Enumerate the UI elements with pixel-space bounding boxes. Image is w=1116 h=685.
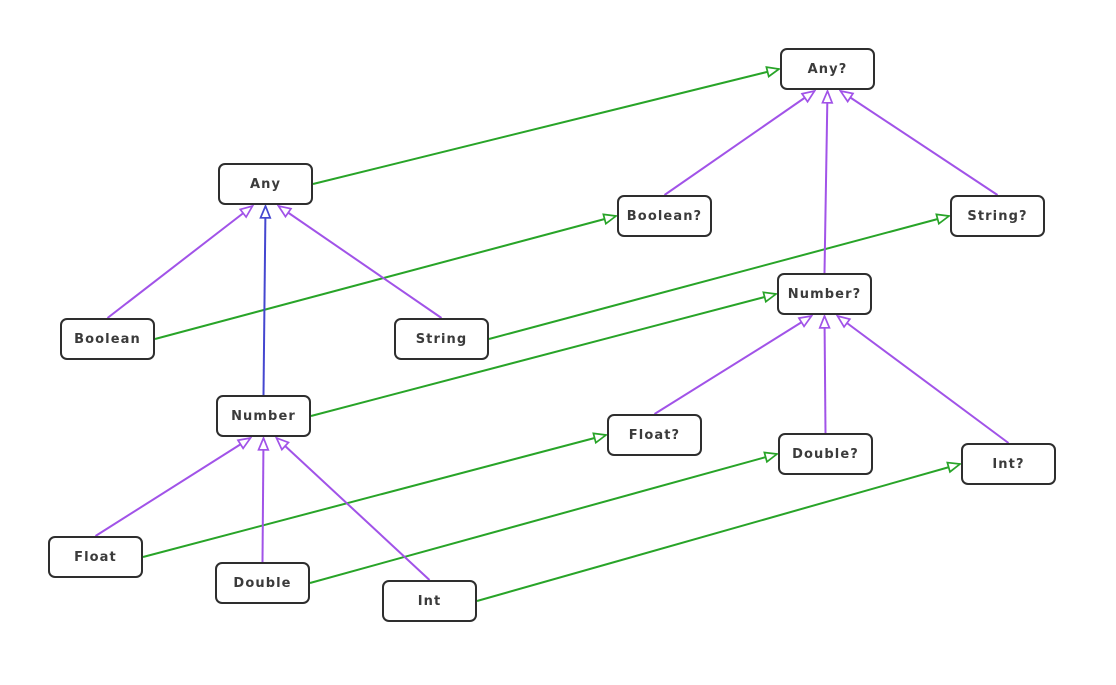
- node-int: Int: [382, 580, 477, 622]
- node-doubleq: Double?: [778, 433, 873, 475]
- node-label: Double: [233, 575, 292, 591]
- node-stringq: String?: [950, 195, 1045, 237]
- node-label: Boolean: [74, 331, 141, 347]
- node-label: Int?: [992, 456, 1025, 472]
- node-label: Float: [74, 549, 117, 565]
- node-label: Number?: [787, 286, 862, 302]
- edge-number-to-any: [264, 206, 266, 396]
- node-label: Int: [417, 593, 442, 609]
- node-floatq: Float?: [607, 414, 702, 456]
- edge-boolean-to-booleanq: [154, 216, 616, 340]
- node-label: Boolean?: [626, 208, 703, 224]
- edge-boolean-to-any: [106, 206, 253, 319]
- edge-int-to-intq: [476, 464, 960, 602]
- node-label: Any?: [807, 61, 848, 77]
- edge-any-to-anyq: [312, 69, 779, 185]
- edge-float-to-floatq: [142, 435, 606, 558]
- edge-numberq-to-anyq: [825, 91, 828, 274]
- edge-string-to-any: [279, 206, 443, 319]
- node-anyq: Any?: [780, 48, 875, 90]
- node-boolean: Boolean: [60, 318, 155, 360]
- edge-string-to-stringq: [488, 216, 949, 340]
- node-float: Float: [48, 536, 143, 578]
- node-numberq: Number?: [777, 273, 872, 315]
- edge-double-to-number: [263, 438, 264, 563]
- node-label: Number: [231, 408, 296, 424]
- node-label: Any: [249, 176, 282, 192]
- node-label: Float?: [628, 427, 681, 443]
- edge-double-to-doubleq: [309, 454, 777, 584]
- node-any: Any: [218, 163, 313, 205]
- node-number: Number: [216, 395, 311, 437]
- edge-doubleq-to-numberq: [825, 316, 826, 434]
- node-label: Double?: [792, 446, 859, 462]
- edge-floatq-to-numberq: [653, 316, 812, 415]
- edge-float-to-number: [94, 438, 251, 537]
- node-double: Double: [215, 562, 310, 604]
- edge-booleanq-to-anyq: [663, 91, 815, 196]
- edge-number-to-numberq: [310, 294, 776, 417]
- node-label: String: [415, 331, 468, 347]
- node-booleanq: Boolean?: [617, 195, 712, 237]
- node-intq: Int?: [961, 443, 1056, 485]
- edge-intq-to-numberq: [838, 316, 1010, 444]
- node-label: String?: [967, 208, 1028, 224]
- node-string: String: [394, 318, 489, 360]
- edge-stringq-to-anyq: [841, 91, 999, 196]
- edge-int-to-number: [277, 438, 431, 581]
